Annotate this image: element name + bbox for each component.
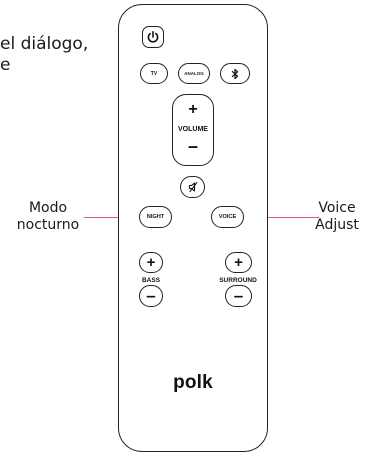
volume-down-glyph[interactable]: – (187, 136, 199, 156)
instruction-line-1: el diálogo, (0, 34, 89, 54)
bluetooth-button[interactable] (220, 63, 250, 84)
volume-up-glyph[interactable]: + (188, 101, 198, 118)
night-button[interactable]: NIGHT (139, 206, 172, 228)
tv-button[interactable]: TV (140, 63, 168, 84)
night-callout-line-1: Modo (28, 200, 68, 216)
instruction-line-2: e (0, 55, 11, 75)
voice-callout-line-1: Voice (318, 200, 356, 216)
voice-adjust-callout: Voice Adjust (304, 200, 370, 234)
night-callout-line (84, 217, 139, 218)
surround-up-button[interactable]: + (225, 252, 252, 273)
power-button[interactable] (142, 26, 164, 48)
surround-down-button[interactable]: – (225, 285, 252, 307)
bass-label: BASS (141, 277, 161, 284)
bluetooth-icon (231, 68, 239, 79)
volume-rocker[interactable]: + VOLUME – (172, 94, 214, 166)
instruction-text: el diálogo, e (0, 34, 88, 76)
mute-button[interactable] (180, 176, 205, 198)
night-callout-line-2: nocturno (16, 217, 80, 233)
voice-callout-line-2: Adjust (315, 217, 359, 233)
mute-icon (188, 182, 197, 193)
night-mode-callout: Modo nocturno (8, 200, 88, 234)
surround-label: SURROUND (219, 277, 257, 284)
volume-label: VOLUME (178, 126, 208, 133)
bass-up-button[interactable]: + (139, 252, 163, 273)
bass-down-button[interactable]: – (139, 285, 163, 307)
voice-callout-line (249, 217, 319, 218)
voice-button[interactable]: VOICE (211, 206, 244, 228)
power-icon (147, 30, 159, 43)
analog-button[interactable]: ANALOG (178, 63, 210, 84)
polk-logo: polk (173, 372, 213, 393)
